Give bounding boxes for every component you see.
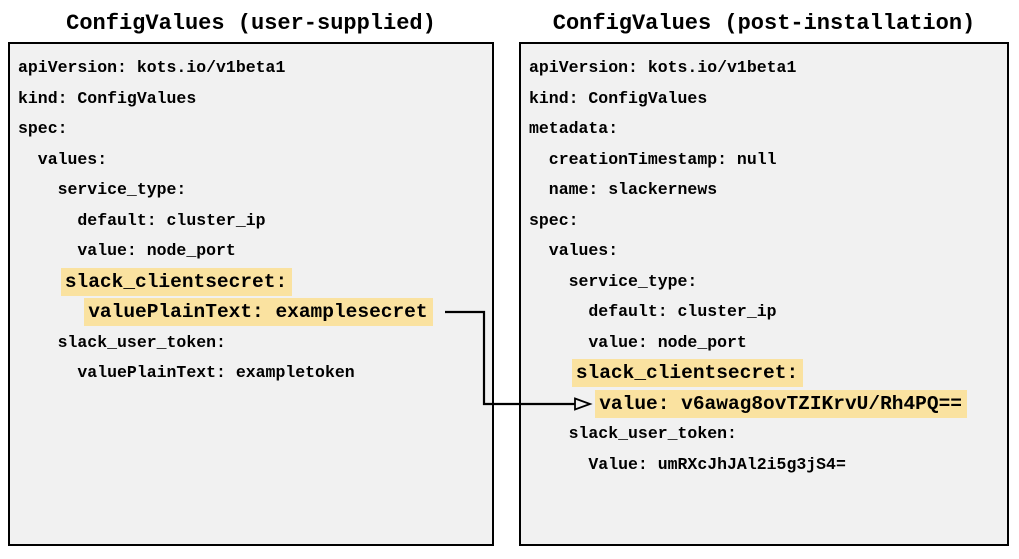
yaml-line: value: v6awag8ovTZIKrvU/Rh4PQ== xyxy=(529,389,1007,420)
yaml-line: apiVersion: kots.io/v1beta1 xyxy=(529,58,797,77)
yaml-line: default: cluster_ip xyxy=(18,210,266,230)
yaml-line: slack_clientsecret: xyxy=(18,267,492,298)
yaml-line: valuePlainText: examplesecret xyxy=(18,297,492,328)
yaml-line: value: node_port xyxy=(18,241,236,260)
yaml-line: spec: xyxy=(529,210,579,230)
yaml-line: name: slackernews xyxy=(529,180,718,199)
yaml-line: Value: umRXcJhJAl2i5g3jS4= xyxy=(529,454,846,474)
yaml-line: slack_user_token: xyxy=(18,332,226,352)
yaml-line: kind: ConfigValues xyxy=(18,88,197,108)
left-panel-title: ConfigValues (user-supplied) xyxy=(66,11,436,36)
highlighted-text: slack_clientsecret: xyxy=(571,359,804,387)
post-installation-config-panel: apiVersion: kots.io/v1beta1 kind: ConfigV… xyxy=(519,42,1009,546)
yaml-line: metadata: xyxy=(529,119,619,138)
yaml-line: kind: ConfigValues xyxy=(529,88,708,108)
user-supplied-config-panel: apiVersion: kots.io/v1beta1 kind: ConfigV… xyxy=(8,42,494,546)
yaml-line: service_type: xyxy=(18,180,187,199)
yaml-line: apiVersion: kots.io/v1beta1 xyxy=(18,58,286,77)
right-panel-title: ConfigValues (post-installation) xyxy=(552,11,976,36)
yaml-line: default: cluster_ip xyxy=(529,302,777,321)
yaml-line: value: node_port xyxy=(529,332,747,352)
yaml-line: slack_clientsecret: xyxy=(529,358,1007,389)
yaml-line: spec: xyxy=(18,119,68,138)
yaml-line: values: xyxy=(529,241,619,260)
yaml-line: creationTimestamp: null xyxy=(529,149,777,169)
highlighted-text: value: v6awag8ovTZIKrvU/Rh4PQ== xyxy=(595,389,967,418)
yaml-line: valuePlainText: exampletoken xyxy=(18,363,355,382)
yaml-line: service_type: xyxy=(529,271,698,291)
highlighted-text: valuePlainText: examplesecret xyxy=(84,298,433,326)
yaml-line: values: xyxy=(18,149,108,169)
highlighted-text: slack_clientsecret: xyxy=(60,267,293,296)
yaml-line: slack_user_token: xyxy=(529,424,737,443)
